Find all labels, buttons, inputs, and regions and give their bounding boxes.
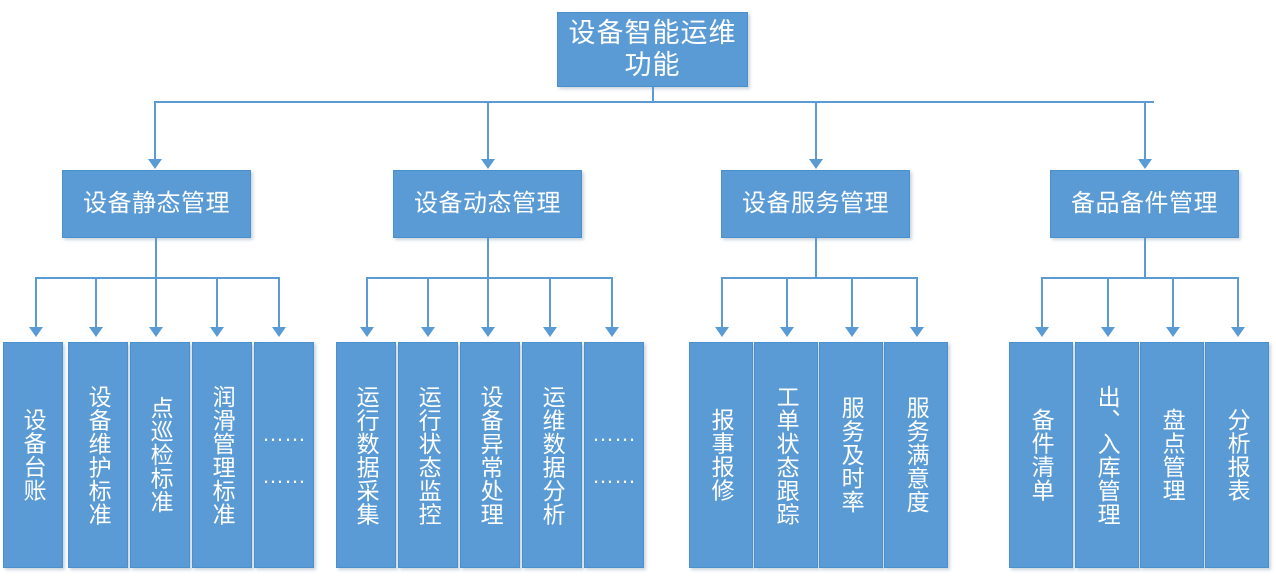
group3-bus-connector <box>721 277 917 279</box>
group1-leaf-drop-2 <box>95 277 97 327</box>
leaf-node-g2-2[interactable]: 运行状态监控 <box>398 342 458 568</box>
group1-leaf-drop-5 <box>278 277 280 327</box>
group3-leaf-drop-4 <box>916 277 918 327</box>
group4-leaf-drop-1 <box>1041 277 1043 327</box>
branch-drop-connector-3 <box>815 101 817 159</box>
leaf-label: 设备维护标准 <box>85 384 112 526</box>
group2-leaf-drop-1 <box>366 277 368 327</box>
group3-leaf-arrow-3 <box>845 327 859 337</box>
leaf-node-g2-5[interactable]: …… …… <box>584 342 644 568</box>
leaf-label-ellipsis: …… …… <box>262 421 306 488</box>
leaf-node-g2-3[interactable]: 设备异常处理 <box>460 342 520 568</box>
leaf-label: 备件清单 <box>1028 408 1055 502</box>
leaf-label: 润滑管理标准 <box>209 384 236 526</box>
branch-node-3[interactable]: 设备服务管理 <box>721 170 910 238</box>
leaf-node-g1-4[interactable]: 润滑管理标准 <box>192 342 252 568</box>
leaf-node-g4-1[interactable]: 备件清单 <box>1009 342 1073 568</box>
leaf-node-g3-1[interactable]: 报事报修 <box>689 342 753 568</box>
group2-leaf-arrow-4 <box>543 327 557 337</box>
group4-leaf-arrow-1 <box>1035 327 1049 337</box>
group2-leaf-drop-2 <box>427 277 429 327</box>
group3-leaf-drop-3 <box>851 277 853 327</box>
root-stem-connector <box>652 87 654 101</box>
branch-node-2[interactable]: 设备动态管理 <box>393 170 582 238</box>
group1-bus-connector <box>35 277 280 279</box>
leaf-node-g4-3[interactable]: 盘点管理 <box>1140 342 1204 568</box>
group4-leaf-drop-3 <box>1172 277 1174 327</box>
branch-arrow-4 <box>1138 159 1152 169</box>
group1-leaf-arrow-1 <box>29 327 43 337</box>
leaf-label-ellipsis: …… …… <box>592 421 636 488</box>
group2-leaf-arrow-5 <box>605 327 619 337</box>
branch-arrow-2 <box>481 159 495 169</box>
leaf-node-g2-1[interactable]: 运行数据采集 <box>336 342 396 568</box>
group1-leaf-drop-4 <box>216 277 218 327</box>
group2-leaf-drop-4 <box>549 277 551 327</box>
group4-stem-connector <box>1144 238 1146 278</box>
leaf-label: 服务满意度 <box>903 396 930 514</box>
group2-leaf-drop-5 <box>611 277 613 327</box>
leaf-label: 设备异常处理 <box>477 384 504 526</box>
group4-leaf-drop-4 <box>1237 277 1239 327</box>
branch-drop-connector-1 <box>154 101 156 159</box>
group3-leaf-arrow-1 <box>715 327 729 337</box>
group4-leaf-arrow-2 <box>1101 327 1115 337</box>
level1-bus-connector <box>154 101 1154 103</box>
group1-leaf-arrow-5 <box>272 327 286 337</box>
group1-stem-connector <box>155 238 157 278</box>
leaf-label: 运行状态监控 <box>415 384 442 526</box>
group4-leaf-arrow-4 <box>1231 327 1245 337</box>
leaf-node-g2-4[interactable]: 运维数据分析 <box>522 342 582 568</box>
leaf-label: 出、入库管理 <box>1094 384 1121 526</box>
group2-leaf-arrow-3 <box>481 327 495 337</box>
group2-leaf-arrow-1 <box>360 327 374 337</box>
branch-arrow-1 <box>148 159 162 169</box>
group2-stem-connector <box>487 238 489 278</box>
group4-leaf-drop-2 <box>1107 277 1109 327</box>
leaf-node-g3-2[interactable]: 工单状态跟踪 <box>754 342 818 568</box>
leaf-node-g1-5[interactable]: …… …… <box>254 342 314 568</box>
leaf-label: 运行数据采集 <box>353 384 380 526</box>
leaf-label: 盘点管理 <box>1159 408 1186 502</box>
leaf-node-g1-3[interactable]: 点巡检标准 <box>130 342 190 568</box>
group3-leaf-drop-1 <box>721 277 723 327</box>
group1-leaf-arrow-2 <box>89 327 103 337</box>
group3-stem-connector <box>815 238 817 278</box>
leaf-label: 点巡检标准 <box>147 396 174 514</box>
root-node[interactable]: 设备智能运维功能 <box>557 12 748 87</box>
leaf-label: 报事报修 <box>708 408 735 502</box>
group4-leaf-arrow-3 <box>1166 327 1180 337</box>
group1-leaf-drop-1 <box>35 277 37 327</box>
group2-leaf-arrow-2 <box>421 327 435 337</box>
group3-leaf-arrow-4 <box>910 327 924 337</box>
branch-node-1[interactable]: 设备静态管理 <box>62 170 251 238</box>
leaf-node-g3-4[interactable]: 服务满意度 <box>884 342 948 568</box>
leaf-node-g1-2[interactable]: 设备维护标准 <box>68 342 128 568</box>
leaf-label: 服务及时率 <box>838 396 865 514</box>
branch-drop-connector-4 <box>1144 101 1146 159</box>
branch-node-4[interactable]: 备品备件管理 <box>1050 170 1239 238</box>
leaf-label: 工单状态跟踪 <box>773 384 800 526</box>
branch-arrow-3 <box>809 159 823 169</box>
group3-leaf-arrow-2 <box>780 327 794 337</box>
leaf-node-g4-4[interactable]: 分析报表 <box>1205 342 1269 568</box>
group1-leaf-arrow-4 <box>210 327 224 337</box>
leaf-label: 设备台账 <box>20 408 47 502</box>
group3-leaf-drop-2 <box>786 277 788 327</box>
leaf-label: 分析报表 <box>1224 408 1251 502</box>
branch-drop-connector-2 <box>487 101 489 159</box>
group1-leaf-drop-3 <box>155 277 157 327</box>
leaf-node-g1-1[interactable]: 设备台账 <box>3 342 63 568</box>
leaf-node-g4-2[interactable]: 出、入库管理 <box>1075 342 1139 568</box>
group4-bus-connector <box>1041 277 1238 279</box>
leaf-label: 运维数据分析 <box>539 384 566 526</box>
group2-bus-connector <box>366 277 613 279</box>
leaf-node-g3-3[interactable]: 服务及时率 <box>819 342 883 568</box>
group1-leaf-arrow-3 <box>149 327 163 337</box>
group2-leaf-drop-3 <box>487 277 489 327</box>
